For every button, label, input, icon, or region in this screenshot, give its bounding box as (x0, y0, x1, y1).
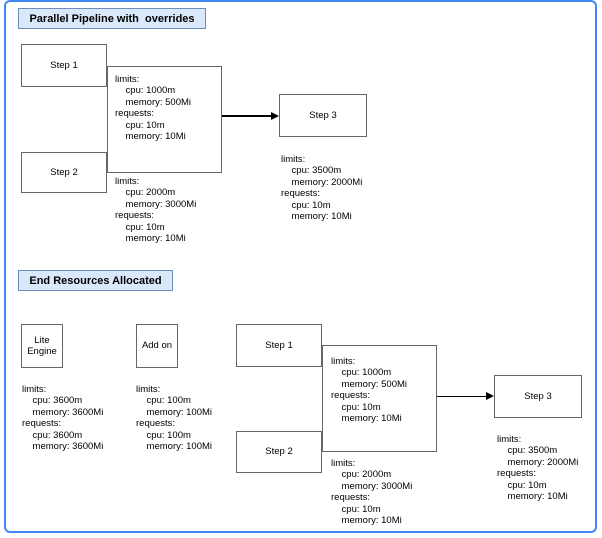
node-bottom-step2: Step 2 (236, 431, 322, 473)
section-title-parallel-pipeline: Parallel Pipeline with overrides (18, 8, 206, 29)
connector-bottom-to-step3 (437, 395, 487, 397)
resources-top-step2: limits: cpu: 2000m memory: 3000Mi reques… (115, 176, 197, 245)
override-group-rect-bottom (322, 345, 437, 452)
connector-top-to-step3 (222, 115, 272, 117)
node-lite-engine-label: Lite Engine (27, 334, 57, 358)
resources-bottom-step3: limits: cpu: 3500m memory: 2000Mi reques… (497, 434, 579, 503)
resources-add-on: limits: cpu: 100m memory: 100Mi requests… (136, 384, 213, 453)
node-top-step2: Step 2 (21, 152, 107, 193)
resources-top-step3: limits: cpu: 3500m memory: 2000Mi reques… (281, 154, 363, 223)
node-bottom-step1: Step 1 (236, 324, 322, 367)
section-title-end-resources: End Resources Allocated (18, 270, 173, 291)
resources-lite-engine: limits: cpu: 3600m memory: 3600Mi reques… (22, 384, 104, 453)
override-group-rect-top (107, 66, 222, 173)
arrowhead-bottom-step3-icon (486, 392, 494, 400)
node-top-step1-label: Step 1 (50, 59, 78, 71)
node-bottom-step3: Step 3 (494, 375, 582, 418)
resources-top-step1: limits: cpu: 1000m memory: 500Mi request… (115, 74, 192, 143)
node-lite-engine: Lite Engine (21, 324, 63, 368)
arrowhead-top-step3-icon (271, 111, 279, 120)
node-top-step1: Step 1 (21, 44, 107, 87)
resources-bottom-step1: limits: cpu: 1000m memory: 500Mi request… (331, 356, 408, 425)
node-top-step2-label: Step 2 (50, 166, 78, 178)
resources-bottom-step2: limits: cpu: 2000m memory: 3000Mi reques… (331, 458, 413, 527)
node-bottom-step2-label: Step 2 (265, 446, 293, 458)
node-top-step3: Step 3 (279, 94, 367, 137)
node-add-on: Add on (136, 324, 178, 368)
node-top-step3-label: Step 3 (309, 109, 337, 121)
node-bottom-step3-label: Step 3 (524, 390, 552, 402)
node-bottom-step1-label: Step 1 (265, 339, 293, 351)
node-add-on-label: Add on (141, 340, 173, 352)
